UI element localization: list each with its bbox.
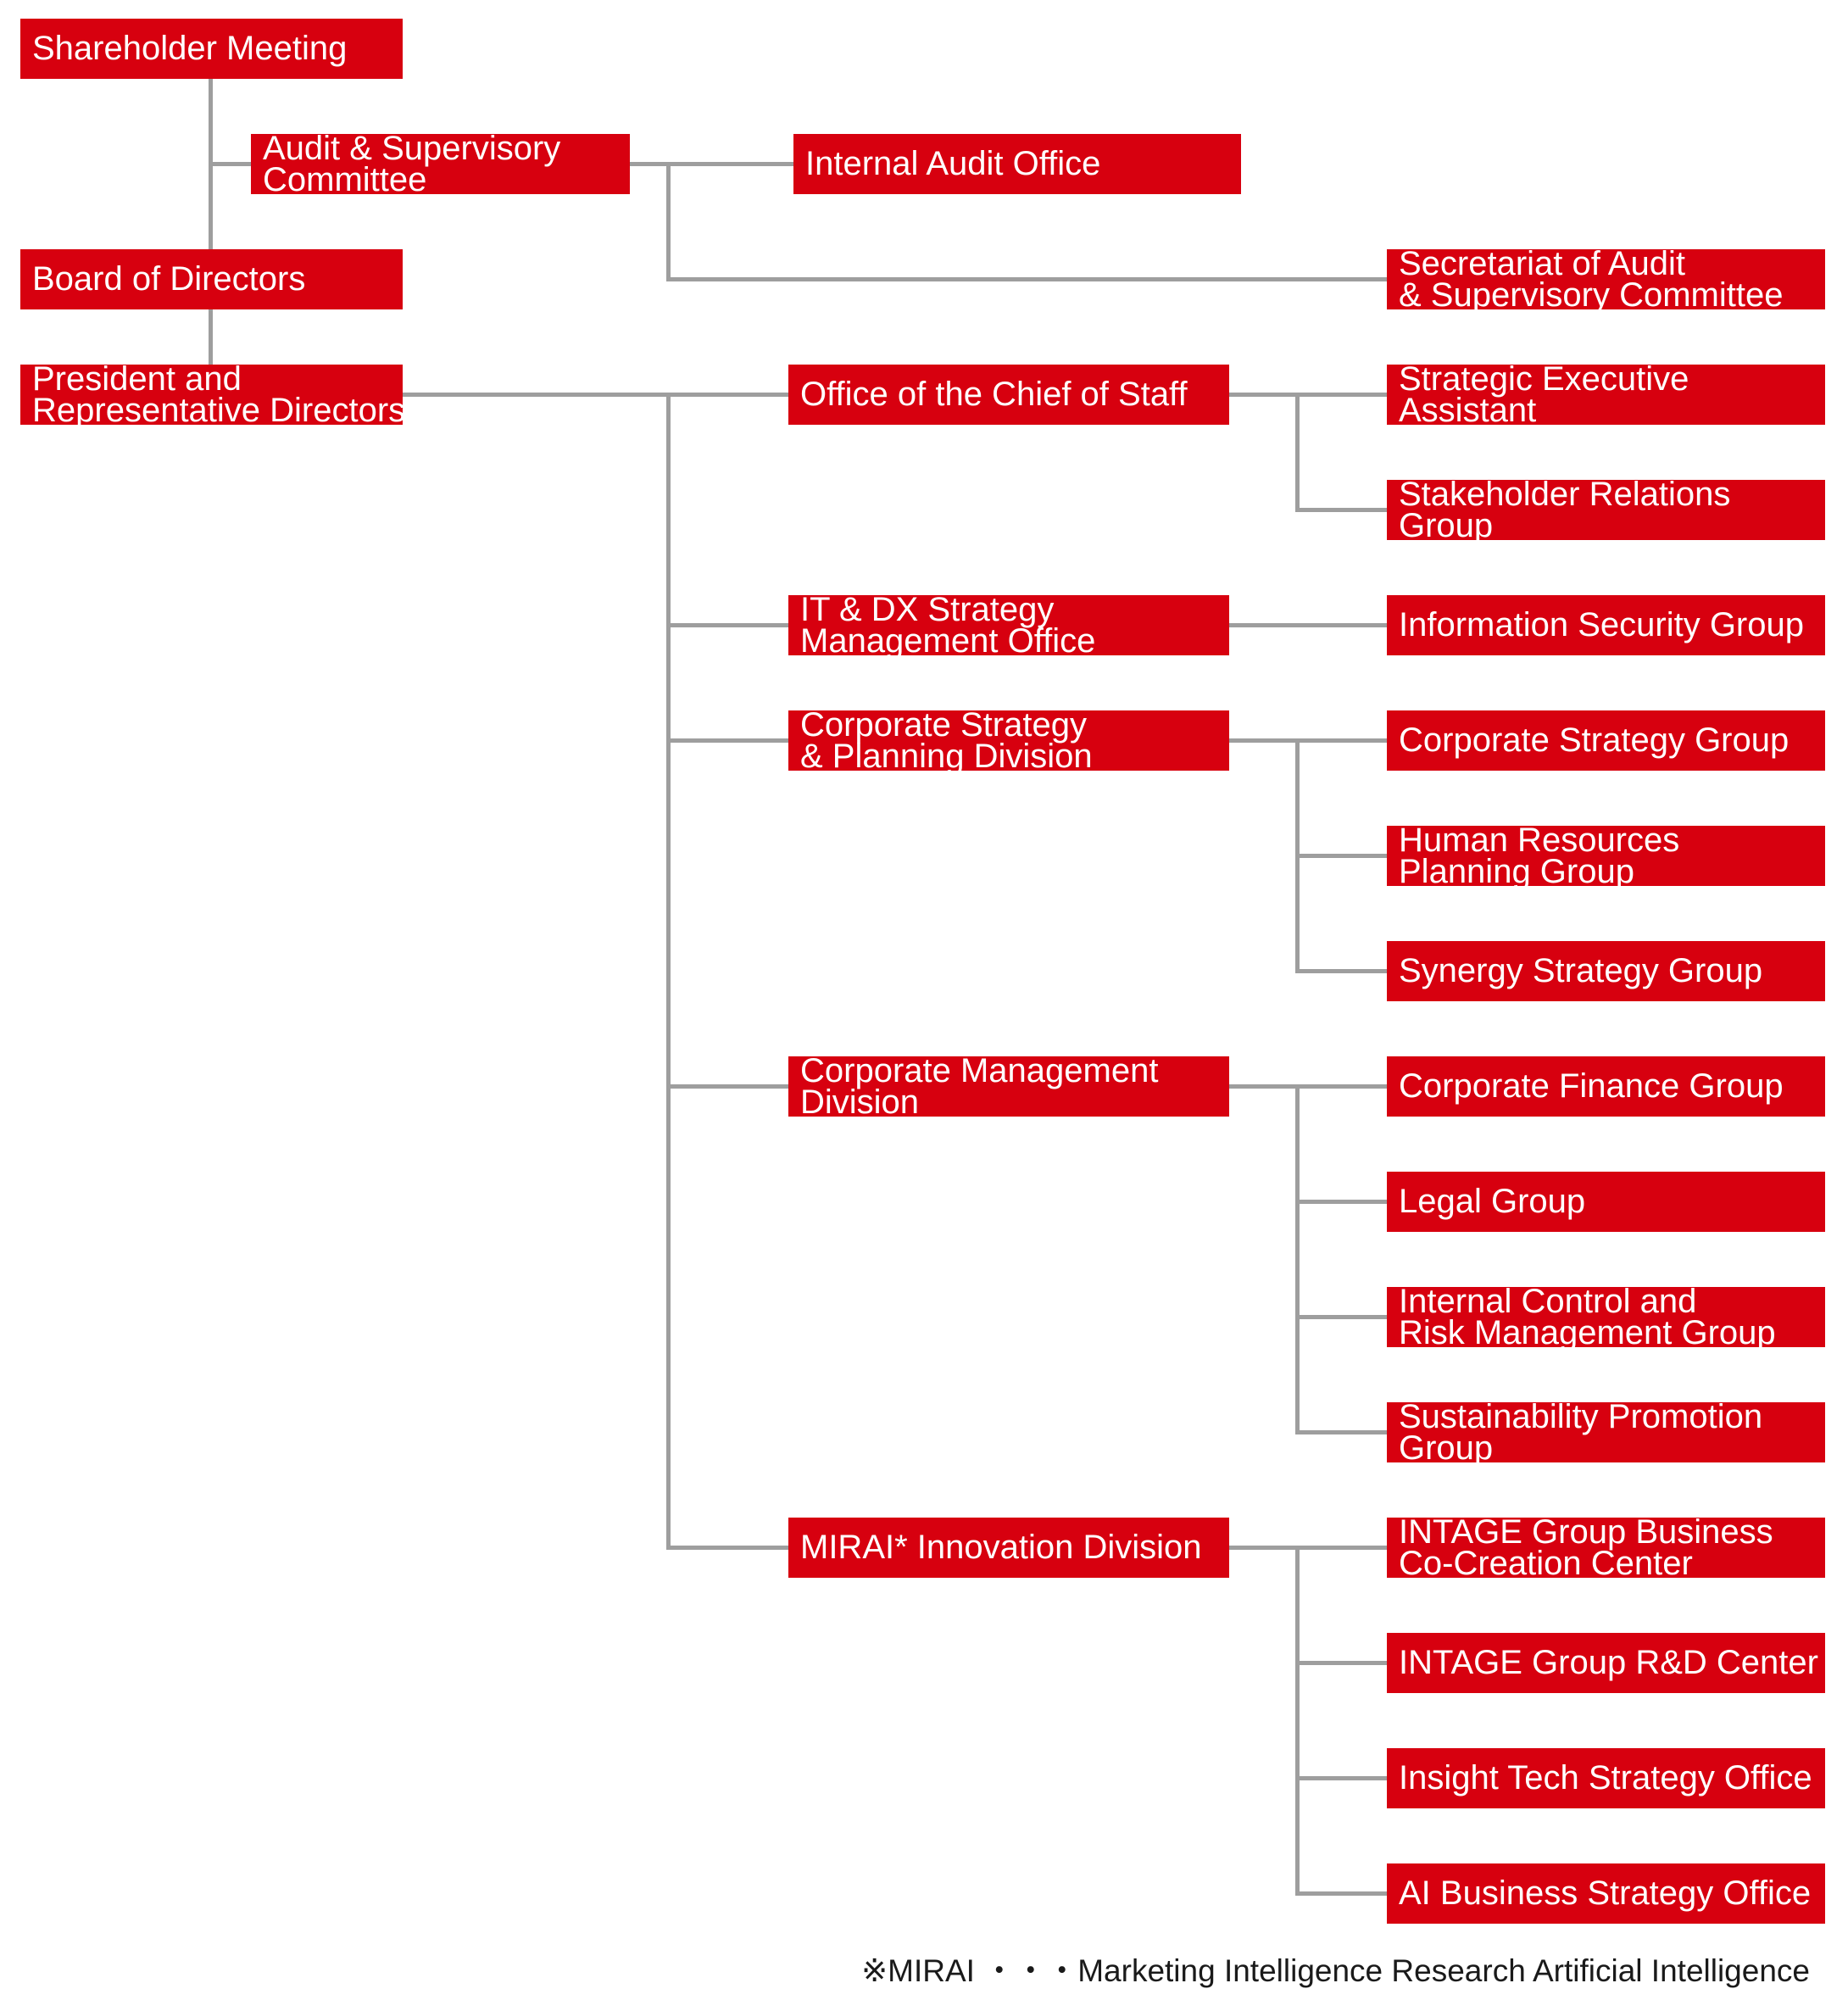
connector-line — [666, 393, 671, 1549]
org-box-information-security-group: Information Security Group — [1387, 595, 1825, 655]
org-box-ai-business-strategy-office: AI Business Strategy Office — [1387, 1863, 1825, 1924]
connector-line — [209, 162, 253, 166]
connector-line — [1229, 623, 1389, 627]
connector-line — [209, 78, 213, 366]
org-box-intage-group-rd-center: INTAGE Group R&D Center — [1387, 1633, 1825, 1693]
connector-line — [666, 738, 790, 743]
org-box-synergy-strategy-group: Synergy Strategy Group — [1387, 941, 1825, 1001]
connector-line — [1229, 1084, 1389, 1089]
connector-line — [1229, 393, 1389, 397]
org-box-stakeholder-relations-group: Stakeholder Relations Group — [1387, 477, 1825, 543]
mirai-footnote: ※MIRAI ・・・Marketing Intelligence Researc… — [861, 1953, 1810, 1988]
org-box-shareholder-meeting: Shareholder Meeting — [20, 19, 403, 79]
org-box-strategic-executive-assistant: Strategic Executive Assistant — [1387, 362, 1825, 427]
connector-line — [666, 162, 671, 281]
connector-line — [666, 277, 1389, 281]
org-box-office-chief-of-staff: Office of the Chief of Staff — [788, 365, 1229, 425]
connector-line — [1229, 1546, 1389, 1550]
connector-line — [1295, 1200, 1389, 1204]
org-box-internal-audit-office: Internal Audit Office — [793, 134, 1241, 194]
org-box-sustainability-promotion-group: Sustainability Promotion Group — [1387, 1400, 1825, 1465]
connector-line — [666, 1546, 790, 1550]
org-box-corporate-finance-group: Corporate Finance Group — [1387, 1056, 1825, 1117]
connector-line — [1295, 969, 1389, 973]
connector-line — [630, 162, 795, 166]
connector-line — [1295, 1891, 1389, 1896]
connector-line — [1295, 1661, 1389, 1665]
org-box-legal-group: Legal Group — [1387, 1172, 1825, 1232]
org-box-intage-group-business-co-creation: INTAGE Group Business Co-Creation Center — [1387, 1515, 1825, 1580]
org-box-mirai-innovation-division: MIRAI* Innovation Division — [788, 1518, 1229, 1578]
org-box-secretariat-audit-supervisory: Secretariat of Audit & Supervisory Commi… — [1387, 247, 1825, 312]
connector-line — [1295, 1084, 1300, 1434]
connector-line — [403, 393, 790, 397]
org-box-human-resources-planning-group: Human Resources Planning Group — [1387, 823, 1825, 889]
org-box-audit-supervisory-committee: Audit & Supervisory Committee — [251, 131, 630, 197]
connector-line — [666, 623, 790, 627]
org-box-internal-control-risk-management: Internal Control and Risk Management Gro… — [1387, 1284, 1825, 1350]
org-box-president-representative-directors: President and Representative Directors — [20, 362, 405, 427]
connector-line — [1295, 854, 1389, 858]
connector-line — [1295, 508, 1389, 512]
org-box-corporate-strategy-group: Corporate Strategy Group — [1387, 710, 1825, 771]
connector-line — [1295, 1430, 1389, 1434]
connector-line — [1295, 393, 1300, 511]
connector-line — [1295, 1546, 1300, 1896]
org-box-corporate-strategy-planning-division: Corporate Strategy & Planning Division — [788, 708, 1229, 773]
connector-line — [1295, 1315, 1389, 1319]
org-box-corporate-management-division: Corporate Management Division — [788, 1054, 1229, 1119]
org-box-it-dx-strategy-management-office: IT & DX Strategy Management Office — [788, 593, 1229, 658]
connector-line — [666, 1084, 790, 1089]
connector-line — [1295, 1776, 1389, 1780]
connector-line — [1229, 738, 1389, 743]
org-box-board-of-directors: Board of Directors — [20, 249, 403, 309]
org-box-insight-tech-strategy-office: Insight Tech Strategy Office — [1387, 1748, 1825, 1808]
